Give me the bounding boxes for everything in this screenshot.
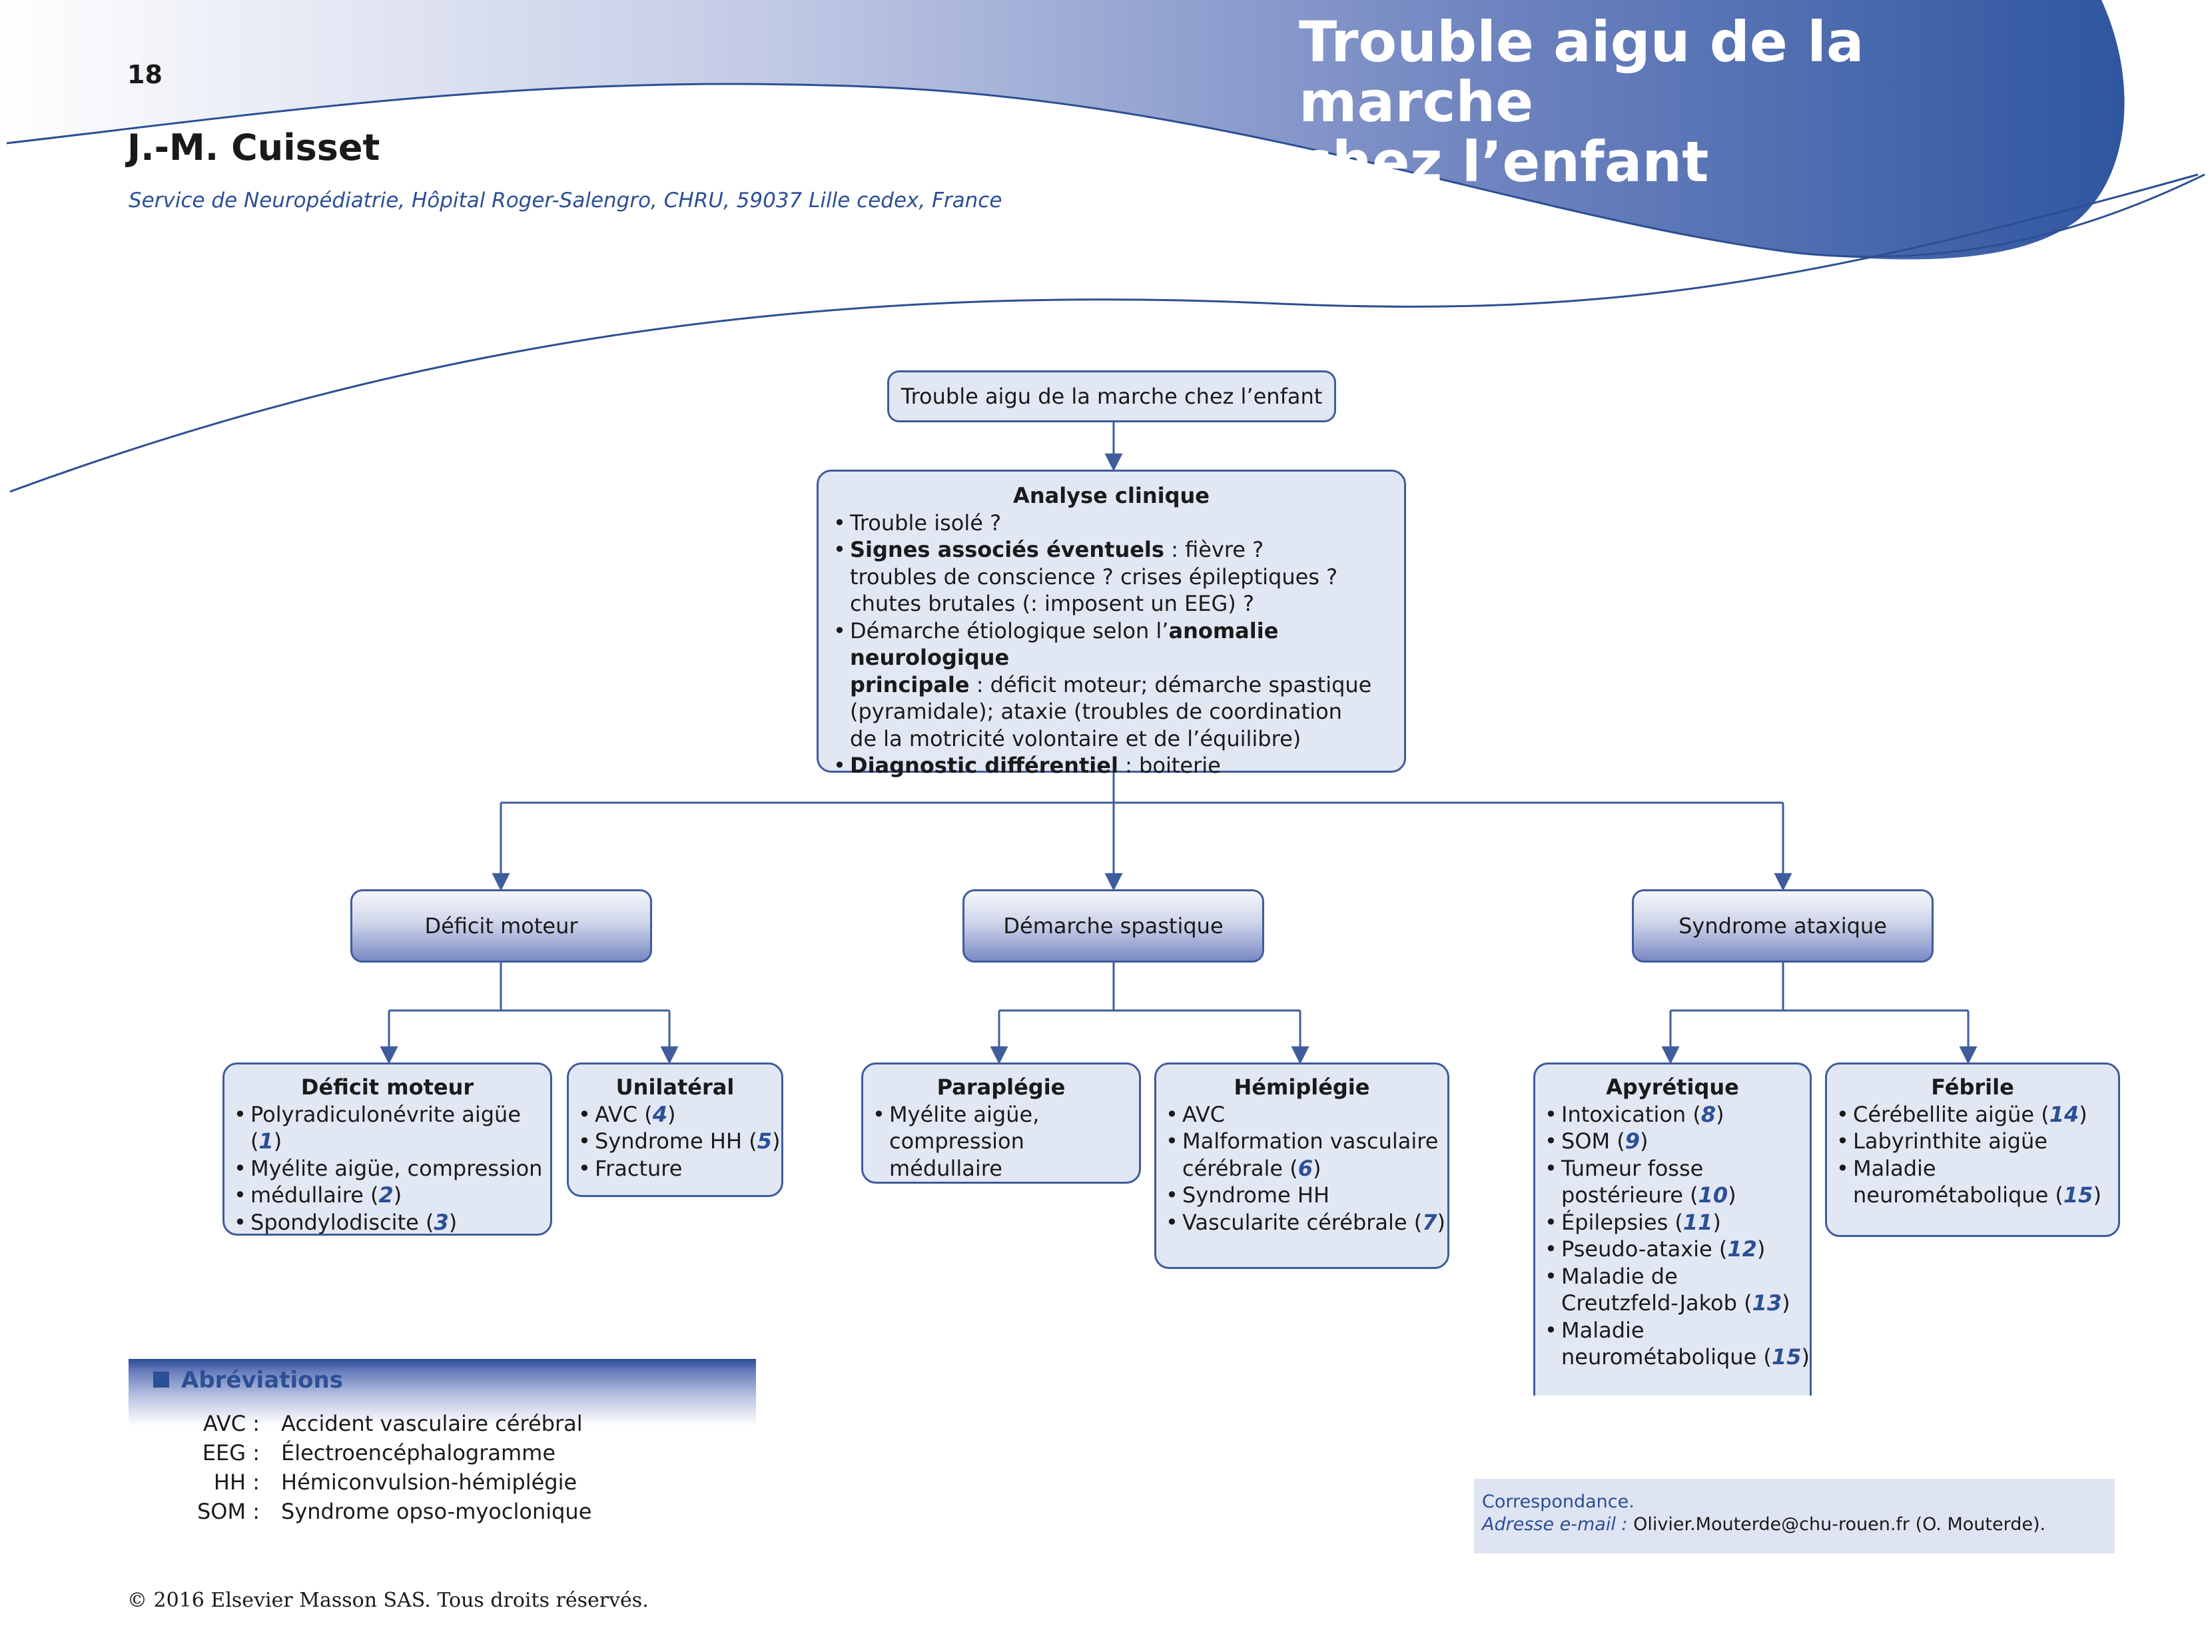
list-item: AVC (4)	[578, 1101, 781, 1128]
list-item: Syndrome HH	[1166, 1182, 1447, 1209]
category-deficit-moteur: Déficit moteur	[350, 889, 652, 963]
category-syndrome-ataxique: Syndrome ataxique	[1632, 889, 1934, 963]
febrile-title: Fébrile	[1931, 1074, 2014, 1100]
page-number: 18	[127, 60, 163, 89]
copyright-notice: © 2016 Elsevier Masson SAS. Tous droits …	[127, 1589, 649, 1612]
list-item: Malformation vasculaire cérébrale (6)	[1166, 1128, 1447, 1182]
author-affiliation: Service de Neuropédiatrie, Hôpital Roger…	[129, 189, 1002, 212]
article-title-line2: chez l’enfant	[1299, 129, 1709, 195]
apyretique-box: Apyrétique Intoxication (8) SOM (9) Tume…	[1533, 1062, 1812, 1396]
list-item: Intoxication (8)	[1545, 1101, 1810, 1128]
correspondence-box: Correspondance. Adresse e-mail : Olivier…	[1474, 1479, 2115, 1553]
flow-root-node: Trouble aigu de la marche chez l’enfant	[887, 370, 1336, 422]
abbreviation-row: SOM :Syndrome opso-myoclonique	[196, 1499, 592, 1524]
correspondence-email: Adresse e-mail : Olivier.Mouterde@chu-ro…	[1482, 1514, 2046, 1535]
unilateral-title: Unilatéral	[615, 1074, 735, 1100]
list-item: Maladie neurométabolique (15)	[1836, 1155, 2118, 1209]
author-name: J.-M. Cuisset	[127, 127, 380, 169]
list-item: médullaire (2)	[234, 1182, 550, 1209]
analysis-item: Signes associés éventuels : fièvre ? tro…	[833, 536, 1404, 618]
abbreviation-row: EEG :Électroencéphalogramme	[202, 1440, 555, 1465]
apyretique-title: Apyrétique	[1606, 1074, 1739, 1100]
hemiplegie-title: Hémiplégie	[1234, 1074, 1370, 1100]
category-demarche-spastique: Démarche spastique	[962, 889, 1264, 963]
list-item: Maladie neurométabolique (15)	[1545, 1317, 1810, 1371]
abbreviations-header-band	[129, 1359, 756, 1426]
list-item: Cérébellite aigüe (14)	[1836, 1101, 2118, 1128]
flow-root-label: Trouble aigu de la marche chez l’enfant	[901, 384, 1323, 409]
list-item: Tumeur fosse postérieure (10)	[1545, 1155, 1810, 1209]
list-item: Syndrome HH (5)	[578, 1128, 781, 1155]
list-item: Vascularite cérébrale (7)	[1166, 1209, 1447, 1236]
list-item: Myélite aigüe, compression médullaire	[873, 1101, 1139, 1182]
hemiplegie-box: Hémiplégie AVC Malformation vasculaire c…	[1154, 1062, 1449, 1269]
analysis-item: Trouble isolé ?	[833, 510, 1404, 537]
analysis-item: Diagnostic différentiel : boiterie	[833, 752, 1404, 779]
list-item: Fracture	[578, 1155, 781, 1182]
febrile-box: Fébrile Cérébellite aigüe (14) Labyrinth…	[1825, 1062, 2120, 1237]
list-item: SOM (9)	[1545, 1128, 1810, 1155]
list-item: Myélite aigüe, compression	[234, 1155, 550, 1182]
deficit-moteur-box: Déficit moteur Polyradiculonévrite aigüe…	[222, 1062, 552, 1236]
list-item: Spondylodiscite (3)	[234, 1209, 550, 1236]
list-item: Pseudo-ataxie (12)	[1545, 1236, 1810, 1263]
list-item: Maladie de Creutzfeld-Jakob (13)	[1545, 1263, 1810, 1317]
list-item: Polyradiculonévrite aigüe (1)	[234, 1101, 550, 1155]
abbreviation-row: AVC :Accident vasculaire cérébral	[202, 1411, 583, 1436]
abbreviation-row: HH :Hémiconvulsion-hémiplégie	[213, 1469, 577, 1495]
square-bullet-icon	[153, 1371, 169, 1388]
correspondence-heading: Correspondance.	[1482, 1491, 1635, 1512]
paraplegie-box: Paraplégie Myélite aigüe, compression mé…	[861, 1062, 1141, 1184]
deficit-moteur-title: Déficit moteur	[300, 1074, 474, 1100]
analysis-box: Analyse clinique Trouble isolé ? Signes …	[817, 470, 1406, 779]
article-title: Trouble aigu de la marche chez l’enfant	[1299, 12, 2098, 192]
list-item: Labyrinthite aigüe	[1836, 1128, 2118, 1155]
analysis-item: Démarche étiologique selon l’anomalie ne…	[833, 618, 1404, 753]
list-item: Épilepsies (11)	[1545, 1209, 1810, 1236]
unilateral-box: Unilatéral AVC (4) Syndrome HH (5) Fract…	[567, 1062, 783, 1197]
abbreviations-list: AVC :Accident vasculaire cérébral EEG :É…	[160, 1409, 591, 1526]
paraplegie-title: Paraplégie	[936, 1074, 1066, 1100]
list-item: AVC	[1166, 1101, 1447, 1128]
abbreviations-title: Abréviations	[153, 1367, 343, 1394]
analysis-title: Analyse clinique	[1013, 483, 1210, 508]
article-title-line1: Trouble aigu de la marche	[1299, 9, 1864, 135]
